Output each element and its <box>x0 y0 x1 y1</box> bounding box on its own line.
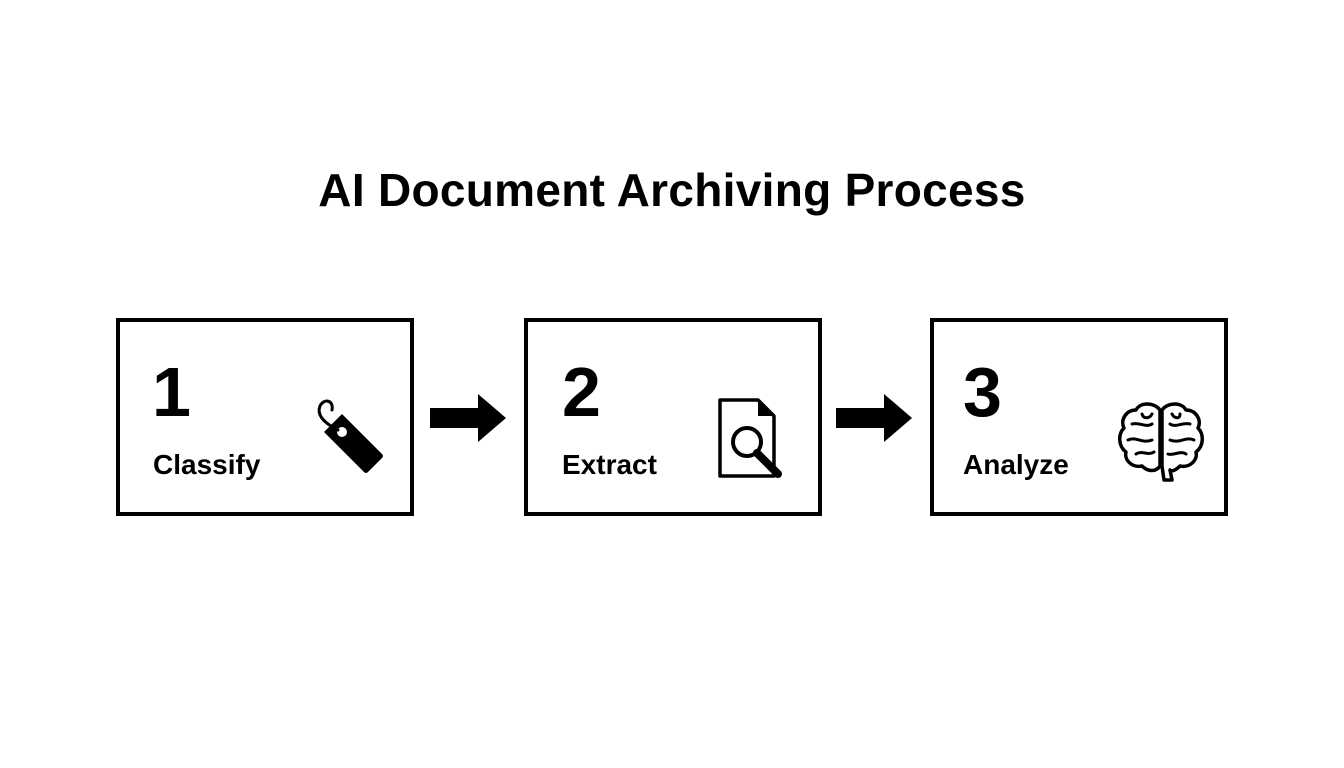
diagram-title: AI Document Archiving Process <box>318 164 1026 216</box>
tag-icon <box>317 399 383 473</box>
document-search-icon <box>718 398 782 478</box>
step-number: 1 <box>152 353 191 431</box>
step-label: Analyze <box>963 449 1069 480</box>
step-box-analyze: 3 Analyze <box>930 318 1228 516</box>
step-label: Extract <box>562 449 657 480</box>
arrow-right-icon <box>430 394 506 442</box>
step-box-extract: 2 Extract <box>524 318 822 516</box>
step-box-classify: 1 Classify <box>116 318 414 516</box>
step-number: 2 <box>562 353 601 431</box>
step-label: Classify <box>153 449 261 480</box>
arrow-right-icon <box>836 394 912 442</box>
brain-icon <box>1118 402 1204 482</box>
step-number: 3 <box>963 353 1002 431</box>
